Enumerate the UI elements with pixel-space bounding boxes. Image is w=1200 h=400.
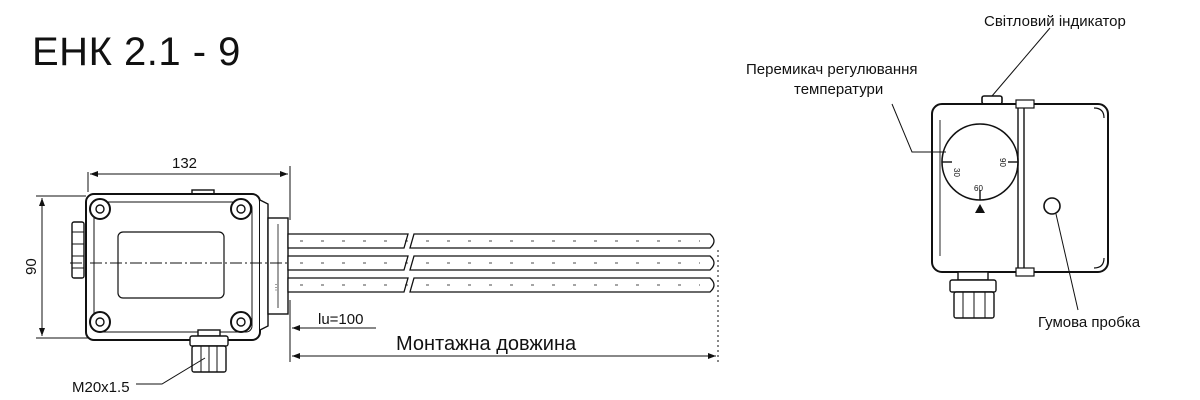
dial-pointer bbox=[975, 204, 985, 213]
thread-leader bbox=[136, 357, 206, 385]
lu-dimension bbox=[289, 300, 376, 362]
plug-leader bbox=[1055, 213, 1079, 311]
width-dimension bbox=[87, 166, 291, 220]
dial-mark-right: 90 bbox=[998, 158, 1007, 167]
mounting-length-dimension bbox=[292, 250, 719, 362]
corner-screws bbox=[89, 198, 252, 333]
rubber-plug bbox=[1043, 197, 1061, 215]
thread-label: M20x1.5 bbox=[72, 379, 130, 396]
plug-label: Гумова пробка bbox=[1038, 314, 1141, 331]
bottom-gland bbox=[189, 329, 229, 373]
indicator-leader bbox=[991, 27, 1051, 97]
side-view bbox=[891, 27, 1109, 319]
product-title: ЕНК 2.1 - 9 bbox=[32, 30, 241, 74]
side-bottom-gland bbox=[949, 271, 997, 319]
light-indicator bbox=[981, 95, 1003, 105]
housing-window bbox=[117, 231, 225, 299]
lu-label: lu=100 bbox=[318, 311, 363, 328]
height-label: 90 bbox=[23, 258, 40, 275]
height-dimension bbox=[36, 195, 90, 339]
indicator-label: Світловий індикатор bbox=[984, 13, 1126, 30]
dial-mark-left: 30 bbox=[952, 168, 961, 177]
mounting-length-label: Монтажна довжина bbox=[396, 333, 577, 355]
front-view: 132 90 ⋮ bbox=[23, 155, 719, 396]
switch-label-line1: Перемикач регулювання bbox=[746, 61, 918, 78]
left-gland bbox=[71, 221, 85, 279]
heating-tubes bbox=[287, 233, 715, 293]
switch-leader bbox=[891, 103, 946, 153]
width-label: 132 bbox=[172, 155, 197, 172]
svg-text:⋮: ⋮ bbox=[272, 283, 280, 292]
dial-mark-bottom: 60 bbox=[974, 184, 983, 193]
switch-label-line2: температури bbox=[794, 81, 883, 98]
